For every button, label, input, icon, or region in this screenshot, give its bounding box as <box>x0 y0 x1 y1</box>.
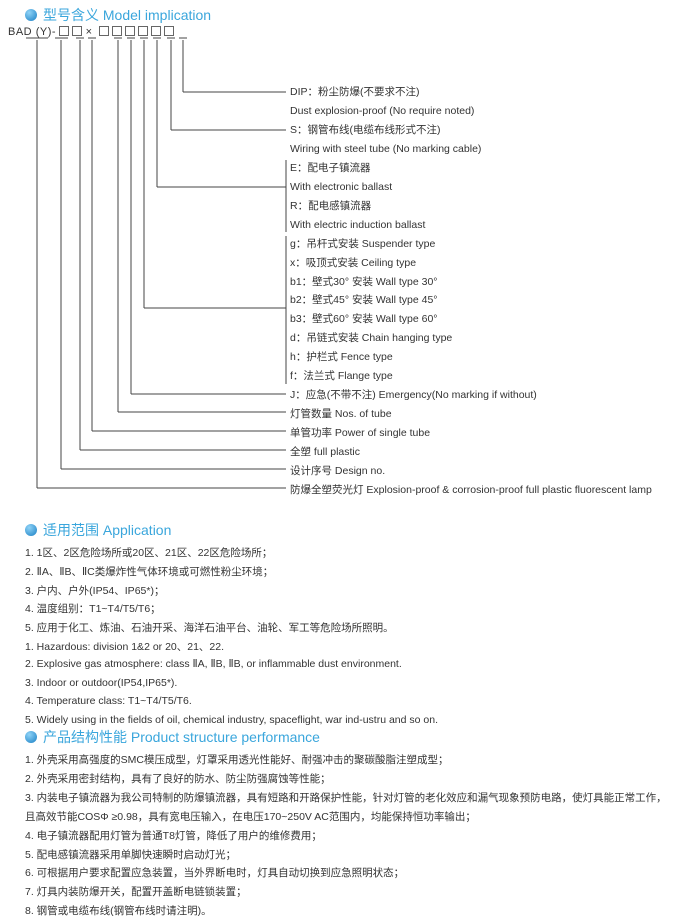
diagram-row: With electric induction ballast <box>290 218 426 231</box>
diagram-row: With electronic ballast <box>290 180 393 193</box>
diagram-row: 设计序号 Design no. <box>290 465 386 477</box>
section-heading-model: 型号含义 Model implication <box>25 5 211 25</box>
diagram-row: DIP：粉尘防爆(不要求不注) <box>290 86 420 98</box>
diagram-row: J：应急(不带不注) Emergency(No marking if witho… <box>290 389 537 402</box>
list-item: 2. Explosive gas atmosphere: class ⅡA, Ⅱ… <box>25 657 402 670</box>
bullet-icon <box>25 731 37 743</box>
bullet-icon <box>25 524 37 536</box>
list-item: 3. Indoor or outdoor(IP54,IP65*). <box>25 676 178 689</box>
diagram-row: f：法兰式 Flange type <box>290 370 393 383</box>
list-item: 1. 1区、2区危险场所或20区、21区、22区危险场所； <box>25 547 273 559</box>
diagram-row: Dust explosion-proof (No require noted) <box>290 104 475 117</box>
diagram-row: d：吊链式安装 Chain hanging type <box>290 332 453 345</box>
diagram-row: 单管功率 Power of single tube <box>290 427 431 440</box>
section-heading-application: 适用范围 Application <box>25 520 171 540</box>
list-item: 4. 温度组别：T1~T4/T5/T6； <box>25 603 161 616</box>
list-item: 且高效节能COSΦ ≥0.98，具有宽电压输入，在电压170~250V AC范围… <box>25 810 476 823</box>
diagram-row: b1：壁式30° 安装 Wall type 30° <box>290 275 438 288</box>
list-item: 7. 灯具内装防爆开关，配置开盖断电链锁装置； <box>25 886 247 899</box>
diagram-row: S：钢管布线(电缆布线形式不注) <box>290 123 441 136</box>
section-heading-structure: 产品结构性能 Product structure performance <box>25 727 320 747</box>
list-item: 6. 可根据用户要求配置应急装置，当外界断电时，灯具自动切换到应急照明状态； <box>25 867 405 880</box>
list-item: 3. 内装电子镇流器为我公司特制的防爆镇流器，具有短路和开路保护性能，针对灯管的… <box>25 791 667 804</box>
list-item: 5. 配电感镇流器采用单脚快速瞬时启动灯光； <box>25 848 237 861</box>
diagram-row: h：护栏式 Fence type <box>290 351 393 364</box>
list-item: 2. ⅡA、ⅡB、ⅡC类爆炸性气体环境或可燃性粉尘环境； <box>25 565 274 578</box>
list-item: 5. Widely using in the fields of oil, ch… <box>25 714 439 727</box>
list-item: 2. 外壳采用密封结构，具有了良好的防水、防尘防强腐蚀等性能； <box>25 772 331 785</box>
list-item: 1. 外壳采用高强度的SMC模压成型，灯罩采用透光性能好、耐强冲击的聚碳酸脂注塑… <box>25 754 449 766</box>
diagram-row: b2：壁式45° 安装 Wall type 45° <box>290 294 438 307</box>
diagram-row: Wiring with steel tube (No marking cable… <box>290 142 482 155</box>
model-diagram <box>26 37 287 489</box>
diagram-row: g：吊杆式安装 Suspender type <box>290 237 436 250</box>
list-item: 4. 电子镇流器配用灯管为普通T8灯管，降低了用户的维修费用； <box>25 829 322 842</box>
model-code: BAD (Y)- × <box>8 26 175 38</box>
bullet-icon <box>25 9 37 21</box>
diagram-row: 防爆全塑荧光灯 Explosion-proof & corrosion-proo… <box>290 483 652 496</box>
diagram-row: E：配电子镇流器 <box>290 161 371 174</box>
list-item: 1. Hazardous: division 1&2 or 20、21、22. <box>25 641 225 653</box>
diagram-row: 灯管数量 Nos. of tube <box>290 408 392 421</box>
diagram-row: x：吸顶式安装 Ceiling type <box>290 256 417 269</box>
diagram-row: 全塑 full plastic <box>290 446 361 459</box>
list-item: 3. 户内、户外(IP54、IP65*)； <box>25 584 165 597</box>
list-item: 5. 应用于化工、炼油、石油开采、海洋石油平台、油轮、军工等危险场所照明。 <box>25 622 394 635</box>
list-item: 8. 钢管或电缆布线(钢管布线时请注明)。 <box>25 905 212 918</box>
diagram-row: b3：壁式60° 安装 Wall type 60° <box>290 313 438 326</box>
diagram-row: R：配电感镇流器 <box>290 199 372 212</box>
list-item: 4. Temperature class: T1~T4/T5/T6. <box>25 695 192 708</box>
